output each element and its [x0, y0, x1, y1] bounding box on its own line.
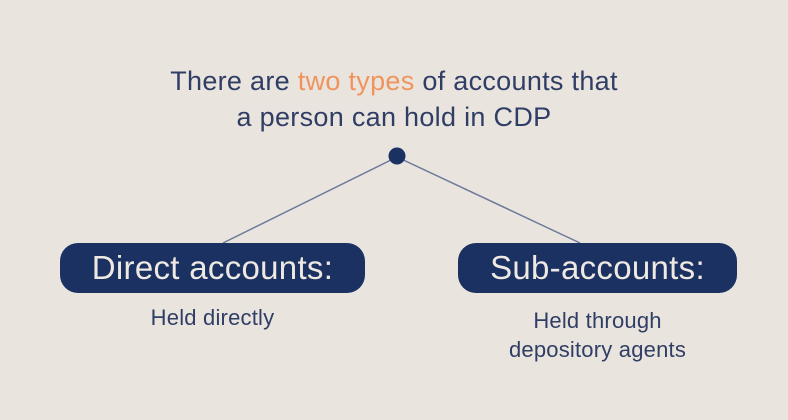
title-line2: a person can hold in CDP [236, 102, 552, 132]
title-line1: There are two types of accounts that [0, 63, 788, 99]
page-title: There are two types of accounts that a p… [0, 63, 788, 135]
connector-line-right [396, 156, 581, 244]
sub-accounts-box: Sub-accounts: [458, 243, 737, 293]
description-line: depository agents [508, 337, 687, 362]
description-line: Held through [533, 308, 662, 333]
sub-accounts-box-label: Sub-accounts: [490, 249, 705, 286]
title-text-suffix: of accounts that [414, 66, 618, 96]
direct-accounts-box-label: Direct accounts: [91, 249, 334, 286]
direct-accounts-box: Direct accounts: [60, 243, 365, 293]
branch-node-dot [388, 147, 406, 165]
direct-accounts-description: Held directly [60, 305, 365, 331]
title-text-prefix: There are [170, 66, 298, 96]
description-line: Held directly [150, 305, 275, 330]
sub-accounts-description: Held through depository agents [458, 306, 737, 364]
title-highlight-text: two types [297, 66, 415, 96]
connector-line-left [222, 156, 398, 244]
